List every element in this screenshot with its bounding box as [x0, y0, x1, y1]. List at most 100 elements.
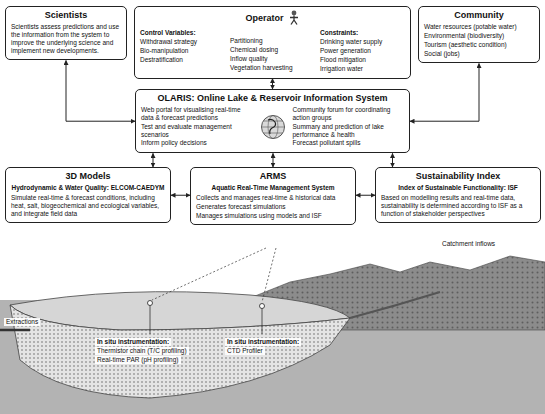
- illustration-label: In situ instrumentation:: [225, 338, 301, 346]
- text-columns: Simulate real-time & forecast conditions…: [11, 194, 165, 219]
- box-subheading: Hydrodynamic & Water Quality: ELCOM-CAED…: [11, 184, 165, 192]
- box-text: Drinking water supply: [320, 38, 405, 46]
- box-text: Irrigation water: [320, 65, 405, 73]
- box-text: Tourism (aesthetic condition): [424, 41, 534, 49]
- box-text: Scientists assess predictions and use th…: [11, 23, 121, 55]
- box-text: Inform policy decisions: [141, 139, 253, 147]
- info-box: ARMS Aquatic Real-Time Management SystemC…: [190, 167, 356, 225]
- illustration-label: In situ instrumentation:: [95, 338, 171, 346]
- group-heading: Constraints:: [320, 29, 405, 37]
- connector: [392, 153, 393, 167]
- info-box: CommunityWater resources (potable water)…: [418, 6, 540, 63]
- box-heading: Community: [454, 10, 504, 21]
- text-column: Control Variables:Withdrawal strategyBio…: [140, 29, 225, 74]
- box-text: Summary and prediction of lake performan…: [293, 123, 405, 139]
- illustration-label: Extractions: [4, 318, 40, 326]
- text-column: Simulate real-time & forecast conditions…: [11, 194, 165, 219]
- connector: [356, 195, 375, 196]
- box-text: Destratification: [140, 56, 225, 64]
- text-columns: Scientists assess predictions and use th…: [11, 23, 121, 56]
- text-column: PartitioningChemical dosingInflow qualit…: [230, 29, 315, 74]
- box-text: Forecast pollutant spills: [293, 139, 405, 147]
- box-heading: ARMS: [260, 171, 287, 182]
- illustration-label: Real-time PAR (pH profiling): [95, 356, 181, 364]
- icon-holder: [288, 10, 300, 29]
- text-columns: Control Variables:Withdrawal strategyBio…: [140, 29, 405, 74]
- connector: [273, 153, 274, 167]
- illustration-label: Thermistor chain (T/C profiling): [95, 347, 189, 355]
- box-heading: Scientists: [45, 10, 88, 21]
- heading-row: Sustainability Index: [381, 171, 535, 184]
- connector: [410, 63, 479, 121]
- text-column: Web portal for visualising real-time dat…: [141, 106, 253, 149]
- telemetry-link: [152, 248, 266, 300]
- connector: [171, 195, 190, 196]
- box-heading: Operator: [245, 13, 283, 24]
- icon-holder: [258, 106, 288, 149]
- box-text: Social (jobs): [424, 50, 534, 58]
- heading-row: OLARIS: Online Lake & Reservoir Informat…: [141, 93, 404, 106]
- box-text: Vegetation harvesting: [230, 64, 315, 72]
- telemetry-link: [262, 248, 276, 302]
- box-text: Environmental (biodiversity): [424, 32, 534, 40]
- text-columns: Based on modelling results and real-time…: [381, 194, 535, 219]
- info-box: 3D ModelsHydrodynamic & Water Quality: E…: [5, 167, 171, 223]
- heading-row: Operator: [140, 10, 405, 29]
- box-text: Web portal for visualising real-time dat…: [141, 106, 253, 122]
- box-text: Inflow quality: [230, 55, 315, 63]
- text-column: Collects and manages real-time & histori…: [196, 194, 350, 221]
- box-text: Power generation: [320, 47, 405, 55]
- box-text: Bio-manipulation: [140, 47, 225, 55]
- box-text: Partitioning: [230, 37, 315, 45]
- text-column: Based on modelling results and real-time…: [381, 194, 535, 219]
- heading-row: Scientists: [11, 10, 121, 23]
- lake-scene: [0, 248, 545, 414]
- connector: [272, 79, 273, 89]
- box-text: Chemical dosing: [230, 46, 315, 54]
- info-box: Sustainability IndexIndex of Sustainable…: [375, 167, 541, 223]
- text-columns: Collects and manages real-time & histori…: [196, 194, 350, 221]
- box-text: Manages simulations using models and ISF: [196, 212, 350, 220]
- connector: [153, 153, 154, 167]
- heading-row: Community: [424, 10, 534, 23]
- box-heading: Sustainability Index: [416, 171, 501, 182]
- box-heading: OLARIS: Online Lake & Reservoir Informat…: [157, 93, 387, 104]
- profiler-line: [262, 307, 263, 334]
- globe-icon: [260, 114, 286, 140]
- info-box: OperatorControl Variables:Withdrawal str…: [134, 6, 411, 79]
- box-text: Withdrawal strategy: [140, 38, 225, 46]
- lake-section: [10, 305, 350, 398]
- buoy: [260, 304, 265, 309]
- heading-row: ARMS: [196, 171, 350, 184]
- heading-row: 3D Models: [11, 171, 165, 184]
- extraction-pipe: [0, 329, 30, 332]
- info-box: ScientistsScientists assess predictions …: [5, 6, 127, 60]
- box-subheading: Index of Sustainable Functionality: ISF: [381, 184, 535, 192]
- info-box: OLARIS: Online Lake & Reservoir Informat…: [135, 89, 410, 153]
- buoy: [148, 301, 153, 306]
- box-text: Flood mitigation: [320, 56, 405, 64]
- connector: [66, 60, 135, 121]
- operator-icon: [288, 10, 300, 25]
- box-text: Water resources (potable water): [424, 23, 534, 31]
- text-column: Community forum for coordinating action …: [293, 106, 405, 149]
- text-columns: Web portal for visualising real-time dat…: [141, 106, 404, 149]
- inflow-river: [350, 292, 440, 318]
- text-columns: Water resources (potable water)Environme…: [424, 23, 534, 59]
- box-text: Generates forecast simulations: [196, 203, 350, 211]
- text-column: Scientists assess predictions and use th…: [11, 23, 121, 56]
- box-subheading: Aquatic Real-Time Management System: [196, 184, 350, 192]
- box-text: Community forum for coordinating action …: [293, 106, 405, 122]
- group-heading: Control Variables:: [140, 29, 225, 37]
- illustration-label: Catchment inflows: [440, 240, 497, 248]
- text-column: Water resources (potable water)Environme…: [424, 23, 534, 59]
- illustration-label: CTD Profiler: [225, 347, 265, 355]
- box-heading: 3D Models: [65, 171, 110, 182]
- box-text: Based on modelling results and real-time…: [381, 194, 535, 218]
- box-text: Collects and manages real-time & histori…: [196, 194, 350, 202]
- box-text: Simulate real-time & forecast conditions…: [11, 194, 165, 218]
- box-text: Test and evaluate management scenarios: [141, 123, 253, 139]
- thermistor-chain: [150, 304, 151, 334]
- text-column: Constraints:Drinking water supplyPower g…: [320, 29, 405, 74]
